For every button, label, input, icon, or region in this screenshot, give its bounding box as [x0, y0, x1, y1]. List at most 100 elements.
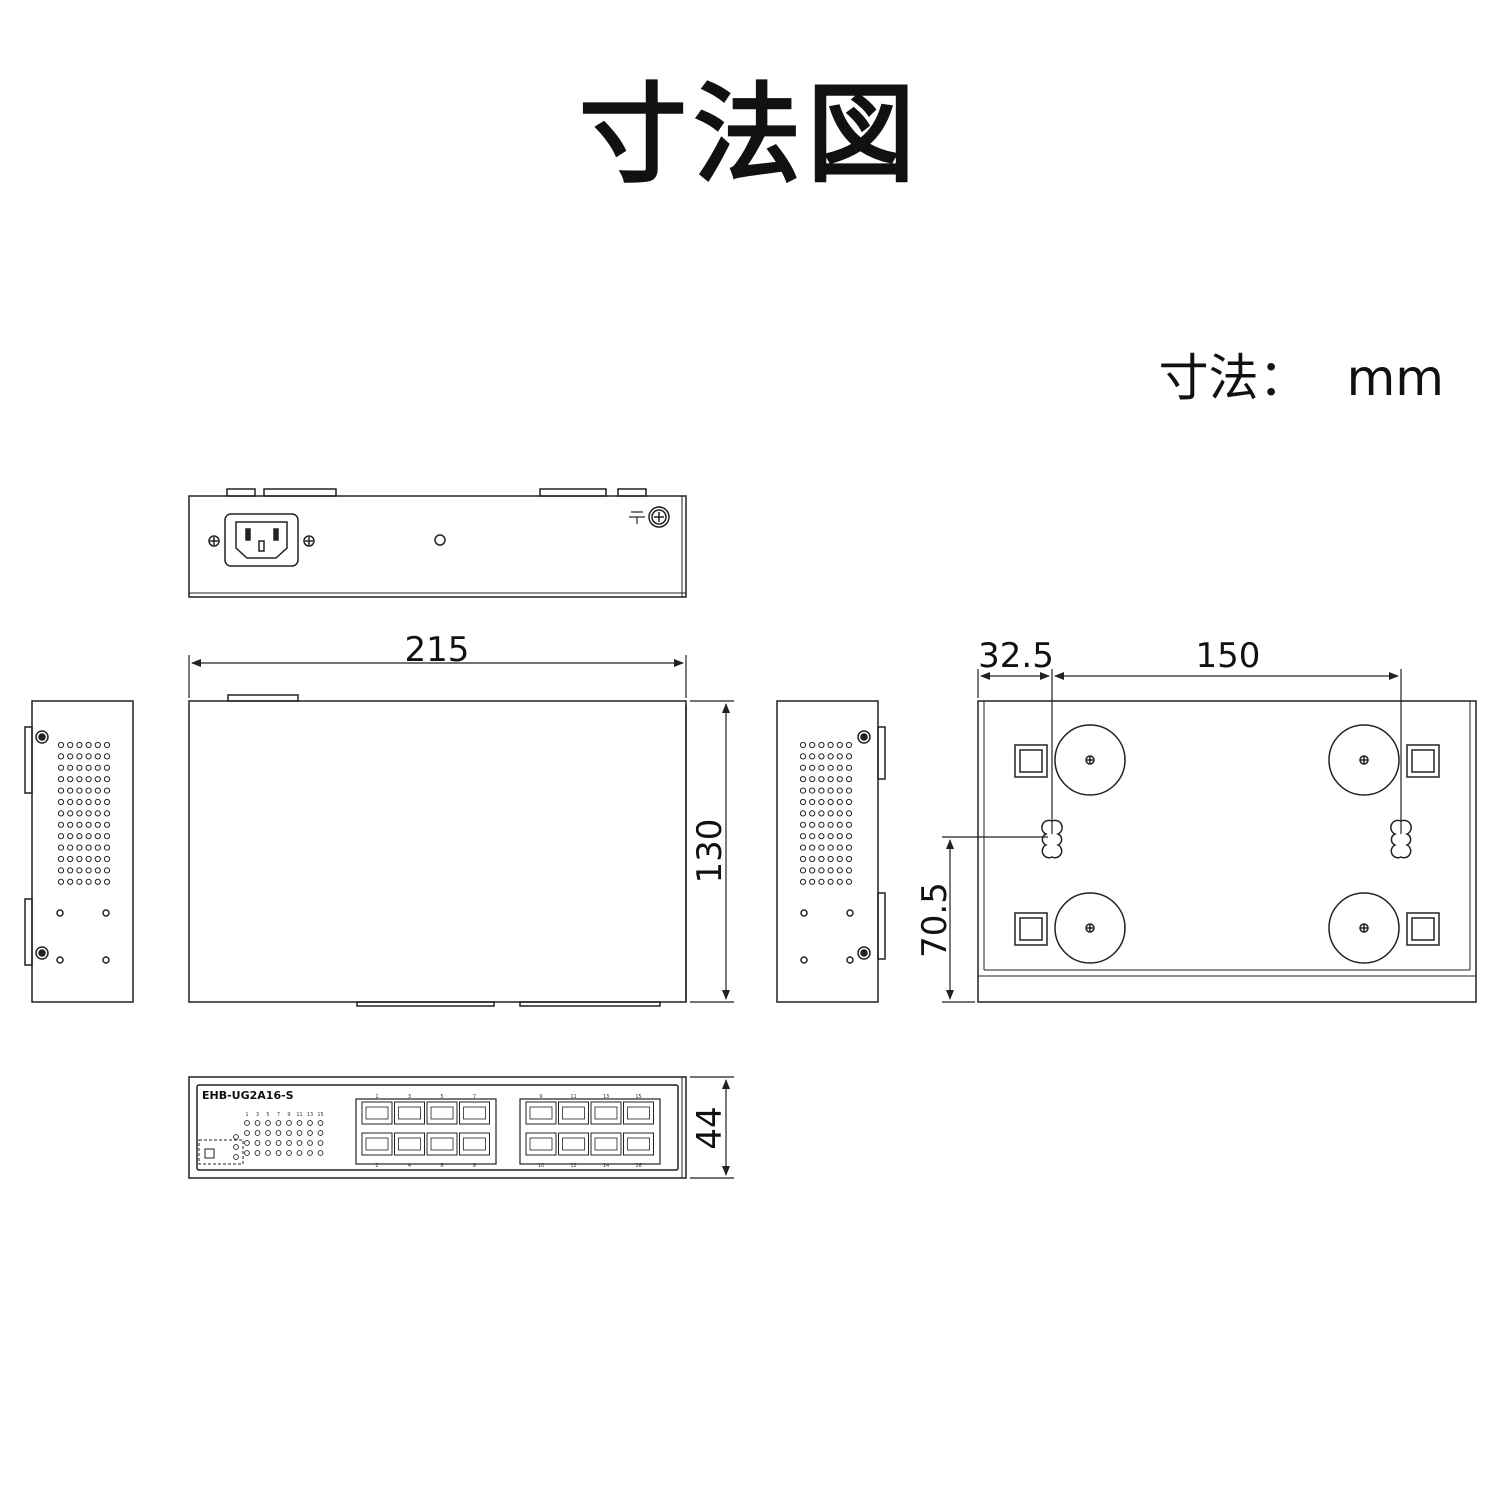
mounting-hole-vertical-dimension [942, 836, 1048, 1003]
vent-hole [94, 833, 101, 840]
led-icon [244, 1150, 250, 1156]
vent-hole [103, 741, 111, 749]
top-view [188, 694, 687, 1007]
port-number-bottom: 14 [603, 1163, 609, 1169]
vent-hole [76, 741, 83, 749]
vent-hole [845, 878, 853, 885]
keyhole-mount-icon [1041, 819, 1063, 859]
vent-hole [845, 787, 853, 794]
led-icon [296, 1150, 303, 1156]
vent-hole [67, 798, 74, 806]
vent-hole [103, 878, 111, 885]
port-number-top: 9 [539, 1094, 542, 1100]
vent-hole [94, 810, 101, 817]
vent-hole [57, 867, 65, 874]
vent-hole [57, 821, 65, 828]
vent-hole [845, 833, 853, 840]
vent-hole [809, 753, 816, 760]
vent-hole [85, 776, 92, 783]
rj45-contact [627, 1137, 650, 1151]
vent-hole [67, 764, 74, 771]
width-value: 215 [405, 630, 470, 670]
height-dimension [690, 1076, 734, 1179]
led-icon [317, 1140, 324, 1146]
unit-value: mm [1346, 349, 1444, 407]
rj45-port-icon [426, 1101, 458, 1125]
rj45-port-icon [394, 1101, 425, 1125]
vent-hole [845, 844, 853, 851]
vent-hole [818, 810, 825, 817]
vent-hole [103, 833, 111, 840]
vent-hole [94, 764, 101, 771]
led-icon [296, 1120, 303, 1126]
rubber-foot-icon [1054, 892, 1126, 964]
vent-hole [827, 776, 834, 783]
vent-hole [103, 821, 111, 828]
model-name: EHB-UG2A16-S [202, 1089, 294, 1102]
vent-hole [809, 833, 816, 840]
unit-prefix: 寸法： [1158, 349, 1309, 407]
vent-hole [76, 753, 83, 760]
vent-hole [827, 878, 834, 885]
vent-hole [818, 821, 825, 828]
vent-hole [57, 776, 65, 783]
vent-hole [94, 787, 101, 794]
vent-hole [67, 741, 74, 749]
rj45-port-group [361, 1101, 654, 1156]
vent-hole [799, 821, 807, 828]
power-inlet-icon [224, 513, 299, 567]
vent-hole [799, 764, 807, 771]
height-value: 44 [690, 1106, 730, 1149]
vent-hole [809, 787, 816, 794]
port-number-top: 11 [570, 1094, 576, 1100]
rj45-port-icon [394, 1132, 425, 1156]
led-icon [296, 1130, 303, 1136]
vent-hole [85, 787, 92, 794]
led-icon [265, 1120, 271, 1126]
vent-hole [103, 867, 111, 874]
rj45-port-icon [459, 1101, 490, 1125]
vent-hole [103, 764, 111, 771]
vent-hole [85, 867, 92, 874]
vent-hole [809, 867, 816, 874]
rj45-port-icon [525, 1132, 557, 1156]
led-icon [265, 1140, 271, 1146]
led-indicator-group [233, 1120, 324, 1160]
vent-hole [818, 776, 825, 783]
vent-hole [94, 776, 101, 783]
rj45-port-icon [558, 1101, 589, 1125]
rj45-port-icon [459, 1132, 490, 1156]
led-icon [233, 1144, 239, 1150]
port-number-bottom: 6 [440, 1163, 443, 1169]
vent-hole [799, 753, 807, 760]
vent-hole [85, 741, 92, 749]
vent-hole [836, 878, 843, 885]
led-icon [275, 1120, 282, 1126]
vent-hole [76, 776, 83, 783]
rubber-foot-icon [1054, 724, 1126, 796]
rj45-contact [594, 1106, 618, 1120]
vent-hole [57, 810, 65, 817]
rubber-foot-icon [1328, 724, 1400, 796]
port-number-top: 7 [473, 1094, 476, 1100]
vent-hole [57, 764, 65, 771]
vent-hole [809, 855, 816, 863]
vent-hole [836, 753, 843, 760]
vent-hole [103, 798, 111, 806]
vent-hole [809, 798, 816, 806]
vent-hole [57, 798, 65, 806]
port-number-top: 5 [440, 1094, 443, 1100]
rj45-port-icon [590, 1132, 622, 1156]
led-number: 13 [307, 1112, 313, 1118]
rj45-port-icon [623, 1101, 654, 1125]
vent-hole [836, 810, 843, 817]
port-number-bottom: 16 [635, 1163, 641, 1169]
vent-hole [85, 855, 92, 863]
vent-hole [827, 855, 834, 863]
led-icon [286, 1120, 292, 1126]
vent-hole [85, 798, 92, 806]
vent-hole [809, 844, 816, 851]
led-icon [275, 1130, 282, 1136]
vent-hole [827, 741, 834, 749]
